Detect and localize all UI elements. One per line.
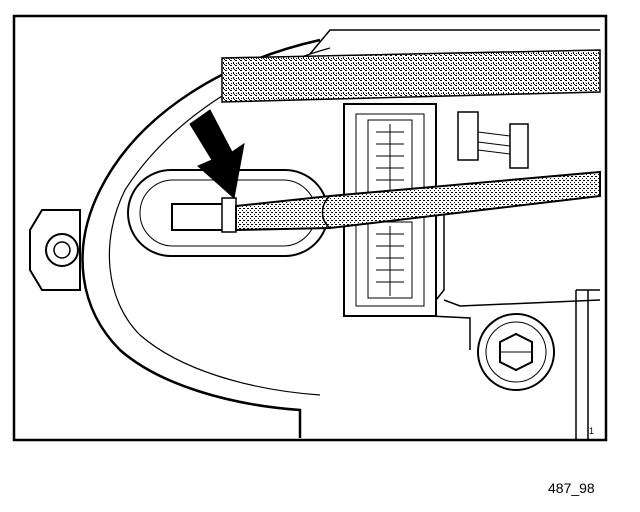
housing-top-flange [309, 29, 600, 55]
bracket-outline [429, 299, 601, 350]
callout-number: 1 [589, 426, 594, 436]
screwdriver [235, 170, 601, 232]
foam-seal-strip [221, 49, 601, 103]
housing-outline [81, 38, 321, 438]
mounting-lug [29, 209, 81, 291]
hex-bolt-icon [477, 313, 555, 391]
wire-clip [457, 111, 529, 169]
figure-id-label: 487_98 [548, 480, 595, 496]
arrow-down-right-icon [189, 109, 245, 199]
release-tab [171, 197, 237, 233]
frame-post [575, 289, 600, 440]
